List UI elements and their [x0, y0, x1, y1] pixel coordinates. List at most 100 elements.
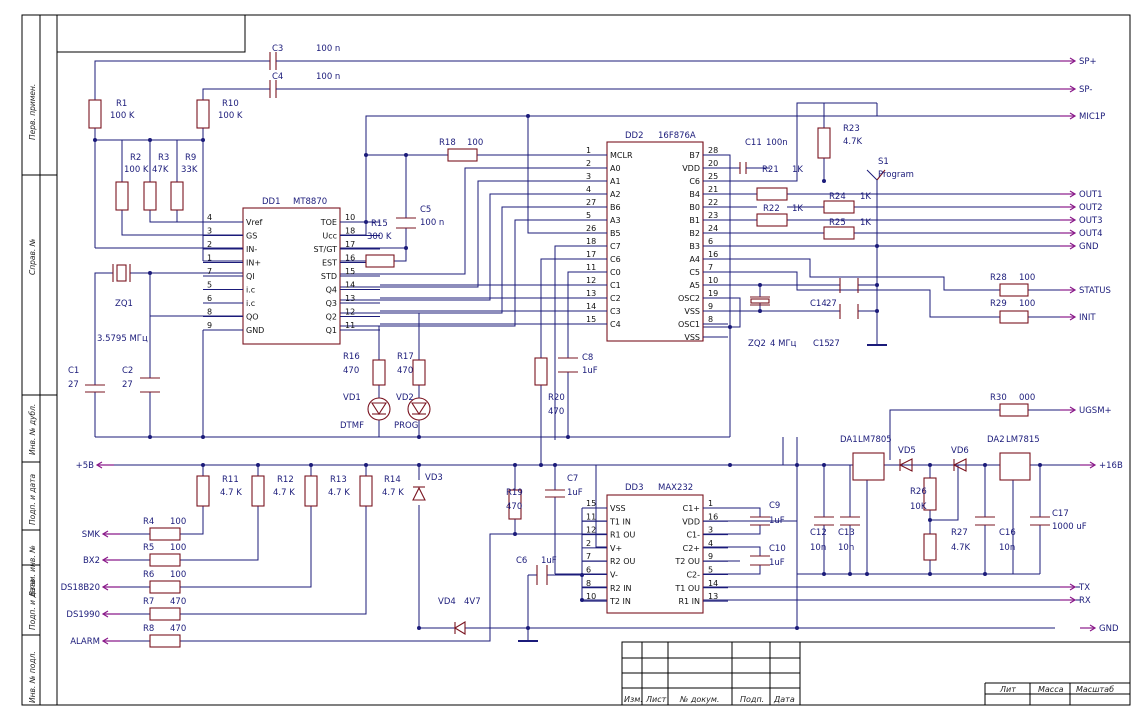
- val-c10: 1uF: [769, 558, 785, 568]
- pin-signal: IN-: [246, 245, 257, 254]
- pin-number: 2: [586, 159, 591, 168]
- val-r4: 100: [170, 517, 186, 527]
- pin-signal: VSS: [684, 333, 700, 342]
- pin-signal: C4: [610, 320, 621, 329]
- pin-number: 28: [708, 146, 718, 155]
- stamp-podp-2: Подп. и дата: [28, 579, 37, 630]
- ref-r29: R29: [990, 299, 1007, 309]
- pin-signal: B2: [689, 229, 700, 238]
- switch-s1: [876, 169, 886, 185]
- signal-out: INIT: [1079, 313, 1096, 323]
- val-c4: 100 n: [316, 72, 340, 82]
- ref-r28: R28: [990, 273, 1007, 283]
- pin-signal: Vref: [246, 218, 263, 227]
- pin-number: 5: [586, 211, 591, 220]
- val-zq1: 3.5795 МГц: [97, 334, 148, 344]
- val-r1: 100 K: [110, 111, 135, 121]
- stamp-inv-dubl: Взам. инв. №: [28, 545, 37, 596]
- stamp-sprav: Справ. №: [28, 238, 37, 275]
- pin-signal: C2-: [686, 571, 700, 580]
- pin-number: 23: [708, 211, 718, 220]
- ref-r14: R14: [384, 475, 401, 485]
- val-r2: 100 K: [124, 165, 149, 175]
- pin-number: 11: [345, 321, 355, 330]
- signal-in: ALARM: [70, 637, 100, 647]
- pin-signal: i.c: [246, 286, 255, 295]
- pin-number: 18: [586, 237, 596, 246]
- ref-r24: R24: [829, 192, 846, 202]
- pin-number: 9: [708, 302, 713, 311]
- svg-text:16F876A: 16F876A: [658, 131, 696, 141]
- val-vd1: DTMF: [340, 421, 364, 431]
- pin-number: 15: [345, 267, 355, 276]
- val-r15: 300 K: [367, 232, 392, 242]
- val-r17: 470: [397, 366, 413, 376]
- ref-r2: R2: [130, 153, 141, 163]
- pin-number: 24: [708, 224, 718, 233]
- val-r9: 33K: [181, 165, 198, 175]
- pin-number: 18: [345, 227, 355, 236]
- regulator-da2: DA2 LM7815: [987, 435, 1040, 481]
- led-vd1: [367, 397, 391, 421]
- pin-signal: STD: [321, 272, 337, 281]
- signal-in: +5B: [76, 461, 95, 471]
- ref-vd4: VD4: [438, 597, 456, 607]
- top-left-stamp: [56, 15, 246, 53]
- side-stamp-labels: Перв. примен. Справ. № Инв. № дубл. Подп…: [28, 84, 37, 703]
- pin-number: 17: [345, 240, 355, 249]
- signal-out: MIC1P: [1079, 112, 1105, 122]
- svg-text:DD2: DD2: [625, 131, 644, 141]
- ref-zq2: ZQ2: [748, 339, 766, 349]
- pin-signal: Q1: [326, 326, 337, 335]
- ref-r17: R17: [397, 352, 414, 362]
- svg-text:LM7815: LM7815: [1006, 435, 1040, 445]
- val-r13: 4.7 K: [328, 488, 350, 498]
- signal-out: OUT1: [1079, 190, 1103, 200]
- val-r11: 4.7 K: [220, 488, 242, 498]
- pin-signal: C7: [610, 242, 621, 251]
- val-r25: 1K: [860, 218, 871, 228]
- tb-massa: Масса: [1038, 685, 1064, 694]
- val-r27: 4.7K: [951, 543, 971, 553]
- pin-signal: R2 IN: [610, 584, 632, 593]
- pin-number: 1: [586, 146, 591, 155]
- ref-r18: R18: [439, 138, 456, 148]
- pin-signal: C1-: [686, 531, 700, 540]
- pin-signal: B5: [610, 229, 621, 238]
- pin-number: 20: [708, 159, 718, 168]
- pin-signal: R1 OU: [610, 531, 635, 540]
- regulator-da1: DA1 LM7805: [840, 435, 892, 481]
- val-r10: 100 K: [218, 111, 243, 121]
- ref-c11: C11: [745, 138, 762, 148]
- ref-r7: R7: [143, 597, 154, 607]
- tb-lit: Лит: [999, 685, 1016, 694]
- pin-number: 10: [586, 592, 596, 601]
- val-c6: 1uF: [541, 556, 557, 566]
- ref-r11: R11: [222, 475, 239, 485]
- pin-signal: OSC2: [678, 294, 700, 303]
- title-block: Изм. Лист № докум. Подп. Дата Лит Масса …: [621, 641, 1131, 706]
- signal-out: RX: [1079, 596, 1091, 606]
- val-c15: 27: [829, 339, 840, 349]
- ref-r13: R13: [330, 475, 347, 485]
- pin-number: 8: [586, 579, 591, 588]
- pin-number: 13: [345, 294, 355, 303]
- signal-out: GND: [1079, 242, 1099, 252]
- signal-out: UGSM+: [1079, 406, 1112, 416]
- val-c11: 100n: [766, 138, 788, 148]
- val-r24: 1K: [860, 192, 871, 202]
- pin-signal: B7: [689, 151, 700, 160]
- pin-signal: i.c: [246, 299, 255, 308]
- pin-signal: R1 IN: [678, 597, 700, 606]
- pin-signal: A3: [610, 216, 621, 225]
- pin-signal: VDD: [682, 164, 700, 173]
- val-r21: 1K: [792, 165, 803, 175]
- ref-c1: C1: [68, 366, 79, 376]
- svg-text:LM7805: LM7805: [858, 435, 892, 445]
- val-r30: 000: [1019, 393, 1035, 403]
- pin-signal: C6: [610, 255, 621, 264]
- ref-r21: R21: [762, 165, 779, 175]
- pin-number: 16: [345, 254, 355, 263]
- pin-signal: Ucc: [322, 232, 337, 241]
- val-r6: 100: [170, 570, 186, 580]
